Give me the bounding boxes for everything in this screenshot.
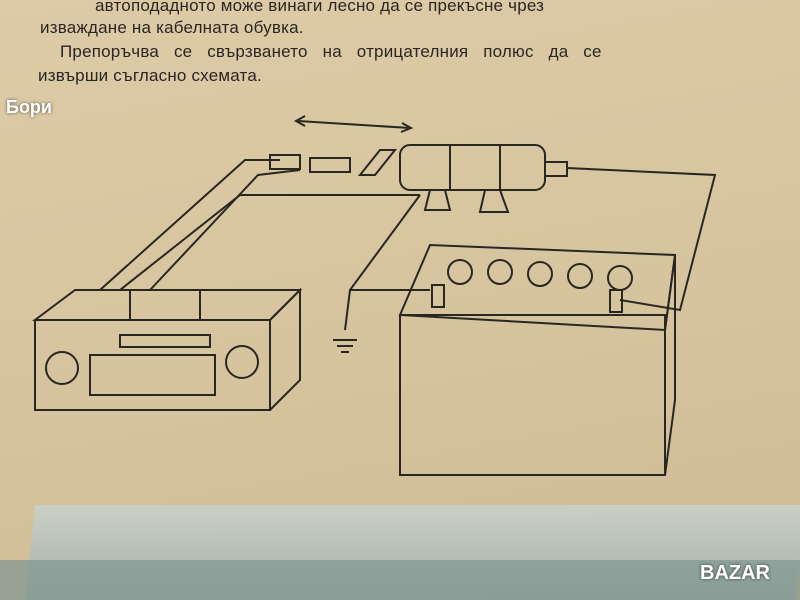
text-line-1: изваждане на кабелната обувка.: [40, 18, 304, 37]
watermark-top: Бори: [6, 97, 52, 117]
car-radio: [32, 287, 303, 411]
text-line-2: Препоръчва се свързването на отрицателни…: [60, 42, 602, 61]
watermark-bazar: BAZAR: [700, 562, 770, 584]
text-line-cut: автоподадното може винаги лесно да се пр…: [95, 0, 545, 15]
glass-shadow: [0, 560, 800, 600]
noise-filter: [269, 144, 568, 213]
double-arrow-icon: [293, 115, 414, 133]
text-line-3: извърши съгласно схемата.: [38, 66, 262, 85]
car-battery: [398, 243, 677, 476]
ground-icon: [333, 339, 357, 353]
